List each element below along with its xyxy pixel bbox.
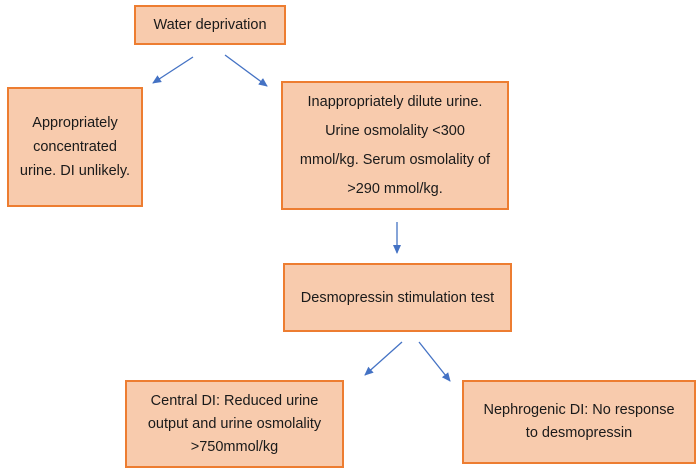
node-appropriately-concentrated-label: Appropriately concentrated urine. DI unl…: [19, 115, 131, 179]
node-appropriately-concentrated: Appropriately concentrated urine. DI unl…: [7, 87, 143, 207]
arrow-water-to-concentrated: [152, 56, 194, 84]
node-nephrogenic-di: Nephrogenic DI: No response to desmopres…: [462, 380, 696, 464]
node-central-di: Central DI: Reduced urine output and uri…: [125, 380, 344, 468]
node-inappropriately-dilute-label: Inappropriately dilute urine. Urine osmo…: [299, 93, 491, 197]
arrow-desmopressin-to-nephrogenic: [418, 341, 451, 382]
node-desmopressin-test-label: Desmopressin stimulation test: [300, 289, 495, 306]
node-inappropriately-dilute: Inappropriately dilute urine. Urine osmo…: [281, 81, 509, 210]
arrow-water-to-dilute: [224, 54, 268, 87]
arrow-desmopressin-to-central: [364, 341, 403, 376]
node-water-deprivation: Water deprivation: [134, 5, 286, 45]
node-water-deprivation-label: Water deprivation: [153, 17, 267, 33]
node-central-di-label: Central DI: Reduced urine output and uri…: [147, 392, 322, 455]
node-desmopressin-test: Desmopressin stimulation test: [283, 263, 512, 332]
node-nephrogenic-di-label: Nephrogenic DI: No response to desmopres…: [483, 402, 675, 441]
